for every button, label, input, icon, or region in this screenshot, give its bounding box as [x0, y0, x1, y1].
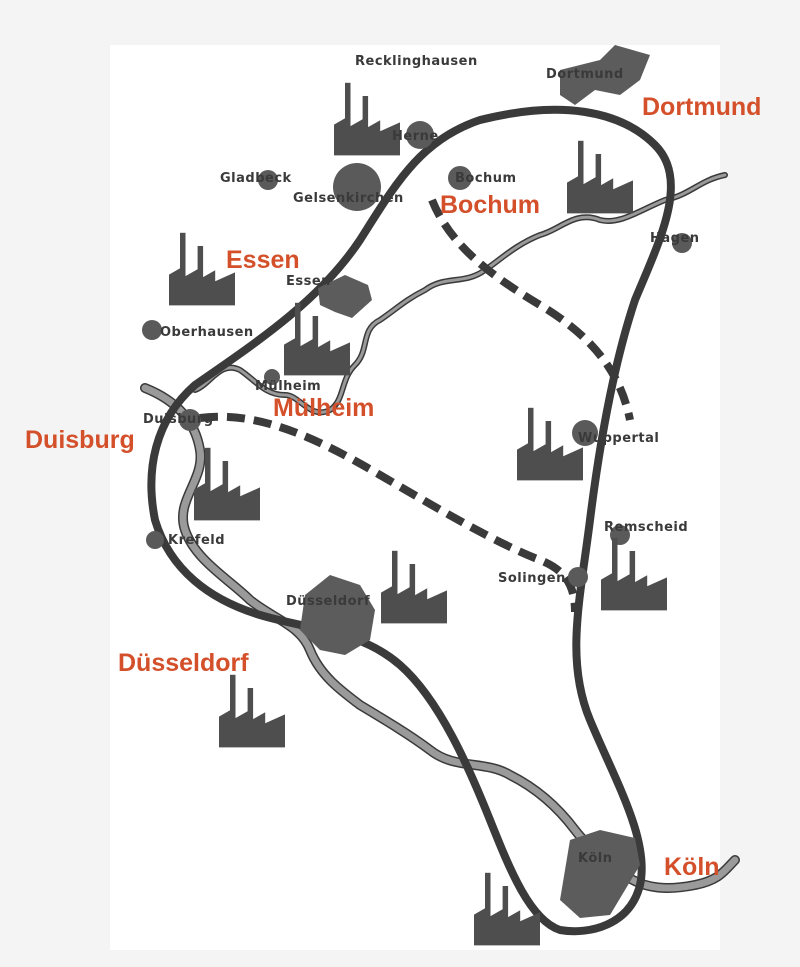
- label-dusseldorf-small: Düsseldorf: [286, 594, 370, 609]
- label-gelsenkirchen: Gelsenkirchen: [293, 191, 404, 206]
- label-mulheim-small: Mülheim: [255, 379, 321, 394]
- essen-city-shape: [318, 275, 372, 318]
- label-gladbeck: Gladbeck: [220, 171, 292, 186]
- koln-city-shape: [560, 830, 640, 918]
- label-recklinghausen: Recklinghausen: [355, 54, 478, 69]
- label-essen-small: Essen: [286, 274, 331, 289]
- overlay-label-essen: Essen: [226, 246, 300, 274]
- label-wuppertal: Wuppertal: [578, 431, 659, 446]
- overlay-label-dortmund: Dortmund: [642, 93, 761, 121]
- label-krefeld: Krefeld: [168, 533, 225, 548]
- city-shapes: [142, 45, 692, 918]
- bochum-city-dot: [448, 166, 472, 190]
- overlay-label-bochum: Bochum: [440, 191, 540, 219]
- hagen-city-dot: [672, 233, 692, 253]
- label-bochum-small: Bochum: [455, 171, 517, 186]
- label-duisburg-small: Duisburg: [143, 412, 214, 427]
- overlay-labels: Dortmund Bochum Essen Mülheim Duisburg D…: [25, 93, 761, 881]
- herne-city-dot: [406, 121, 434, 149]
- railway-branch-bochum-wuppertal: [428, 198, 634, 421]
- label-koln-small: Köln: [578, 851, 613, 866]
- label-herne: Herne: [392, 129, 439, 144]
- solingen-city-dot: [568, 567, 588, 587]
- overlay-label-mulheim: Mülheim: [273, 394, 374, 422]
- gladbeck-city-dot: [258, 170, 278, 190]
- railway-branch-duisburg-solingen: [199, 412, 579, 613]
- gelsenkirchen-city-dot: [333, 163, 381, 211]
- wuppertal-city-dot: [572, 420, 598, 446]
- dortmund-city-shape: [560, 45, 650, 105]
- label-oberhausen: Oberhausen: [160, 325, 254, 340]
- mulheim-city-dot: [264, 369, 280, 385]
- krefeld-city-dot: [146, 531, 164, 549]
- overlay-label-dusseldorf: Düsseldorf: [118, 649, 249, 677]
- dusseldorf-city-shape: [300, 575, 375, 655]
- ruhr-river: [192, 172, 728, 416]
- overlay-label-duisburg: Duisburg: [25, 426, 135, 454]
- oberhausen-city-dot: [142, 320, 162, 340]
- railway-loop: [147, 105, 675, 936]
- duisburg-city-dot: [179, 409, 201, 431]
- label-hagen: Hagen: [650, 231, 700, 246]
- label-solingen: Solingen: [498, 571, 566, 586]
- overlay-label-koln: Köln: [664, 853, 720, 881]
- label-dortmund-small: Dortmund: [546, 67, 624, 82]
- label-remscheid: Remscheid: [604, 520, 688, 535]
- print-labels: Recklinghausen Dortmund Herne Gladbeck B…: [143, 54, 700, 866]
